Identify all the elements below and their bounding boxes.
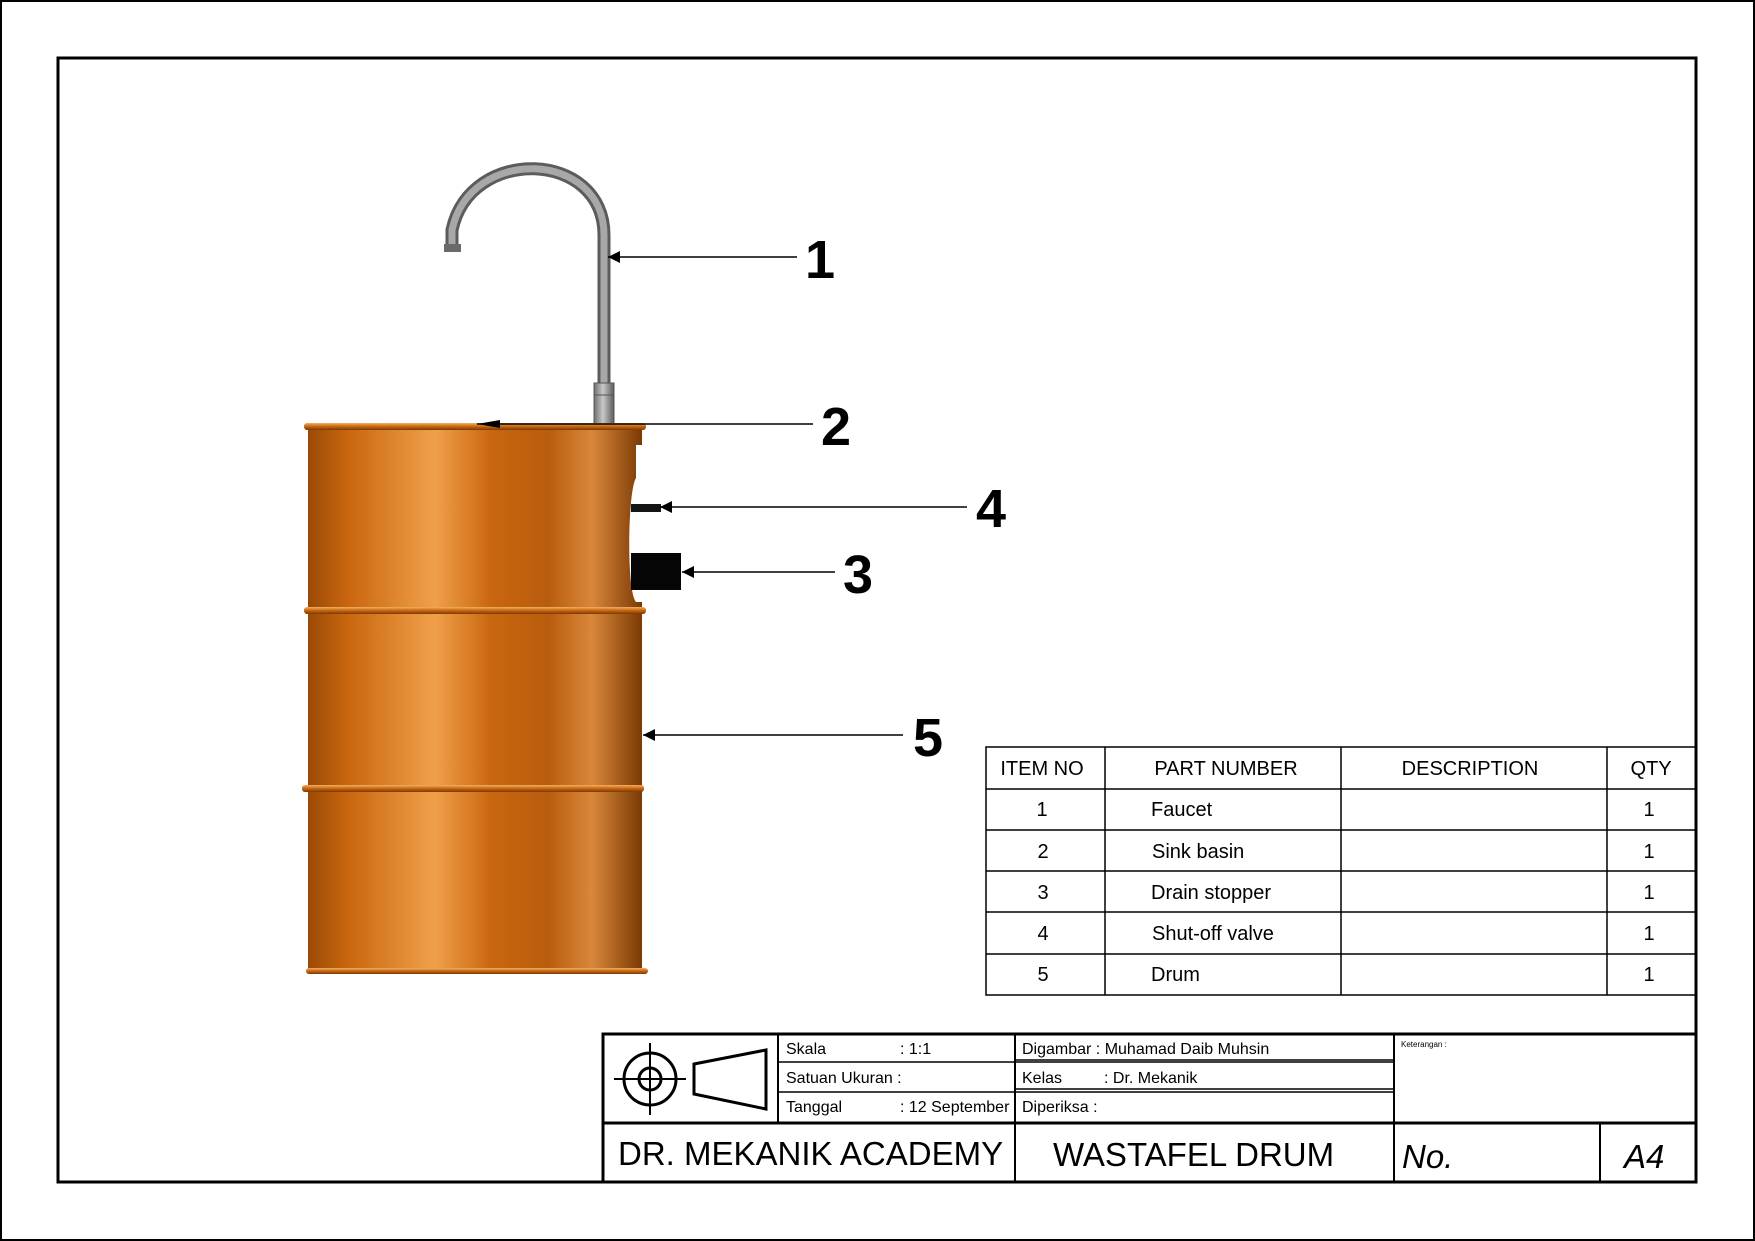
callout-1: 1 bbox=[805, 230, 835, 290]
callout-2: 2 bbox=[821, 397, 851, 457]
drawing-title: WASTAFEL DRUM bbox=[1053, 1136, 1334, 1173]
bom-header-part: PART NUMBER bbox=[1154, 758, 1297, 780]
title-block-main-text: DR. MEKANIK ACADEMY WASTAFEL DRUM No. A4 bbox=[618, 1135, 1664, 1175]
callout-numbers: 1 2 4 3 5 bbox=[805, 230, 1006, 768]
bom-header-qty: QTY bbox=[1630, 758, 1671, 780]
tanggal-label: Tanggal bbox=[786, 1099, 842, 1116]
callout-3: 3 bbox=[843, 545, 873, 605]
tanggal-value: : 12 September bbox=[900, 1099, 1010, 1116]
diperiksa-field: Diperiksa : bbox=[1022, 1099, 1098, 1116]
bom-row-qty: 1 bbox=[1643, 964, 1654, 986]
kelas-label: Kelas bbox=[1022, 1070, 1062, 1087]
keterangan-label: Keterangan : bbox=[1401, 1040, 1447, 1049]
company-name: DR. MEKANIK ACADEMY bbox=[618, 1135, 1003, 1172]
drum-sink-illustration bbox=[302, 162, 681, 974]
shut-off-valve bbox=[631, 504, 661, 512]
drum-bottom-rim bbox=[306, 968, 648, 974]
bom-table bbox=[985, 746, 1697, 996]
drum bbox=[308, 427, 642, 973]
projection-symbol-icon bbox=[614, 1043, 768, 1115]
drawing-number-label: No. bbox=[1402, 1138, 1453, 1175]
bom-part-names: Faucet Sink basin Drain stopper Shut-off… bbox=[1151, 799, 1274, 986]
title-block bbox=[601, 1032, 1698, 1184]
digambar-field: Digambar : Muhamad Daib Muhsin bbox=[1022, 1041, 1269, 1058]
title-block-text: Skala : 1:1 Satuan Ukuran : Tanggal : 12… bbox=[786, 1040, 1447, 1116]
faucet-base bbox=[593, 382, 615, 426]
bom-row-item: 2 bbox=[1037, 841, 1048, 863]
bom-row-qty: 1 bbox=[1643, 882, 1654, 904]
callout-leaders bbox=[477, 251, 967, 741]
bom-row-item: 5 bbox=[1037, 964, 1048, 986]
bom-header-description: DESCRIPTION bbox=[1402, 758, 1539, 780]
bom-row-part: Shut-off valve bbox=[1152, 923, 1274, 945]
bom-table-text: ITEM NO PART NUMBER DESCRIPTION QTY 1 2 … bbox=[1000, 758, 1671, 986]
drain-stopper bbox=[631, 553, 681, 590]
bom-row-item: 3 bbox=[1037, 882, 1048, 904]
bom-row-part: Faucet bbox=[1151, 799, 1213, 821]
drum-rib-upper bbox=[304, 607, 646, 614]
bom-row-qty: 1 bbox=[1643, 799, 1654, 821]
bom-row-qty: 1 bbox=[1643, 841, 1654, 863]
bom-row-item: 4 bbox=[1037, 923, 1048, 945]
sheet-size: A4 bbox=[1622, 1138, 1664, 1175]
faucet bbox=[445, 162, 611, 420]
satuan-ukuran-label: Satuan Ukuran : bbox=[786, 1070, 902, 1087]
bom-row-part: Drain stopper bbox=[1151, 882, 1271, 904]
callout-4: 4 bbox=[976, 479, 1006, 539]
bom-row-item: 1 bbox=[1036, 799, 1047, 821]
kelas-value: : Dr. Mekanik bbox=[1104, 1070, 1198, 1087]
drawing-frame bbox=[56, 56, 1698, 1184]
skala-value: : 1:1 bbox=[900, 1041, 931, 1058]
bom-row-part: Sink basin bbox=[1152, 841, 1244, 863]
drum-rib-lower bbox=[302, 785, 644, 792]
faucet-tip bbox=[444, 244, 461, 252]
skala-label: Skala bbox=[786, 1041, 826, 1058]
callout-5: 5 bbox=[913, 708, 943, 768]
bom-row-qty: 1 bbox=[1643, 923, 1654, 945]
bom-row-part: Drum bbox=[1151, 964, 1200, 986]
bom-header-item: ITEM NO bbox=[1000, 758, 1083, 780]
